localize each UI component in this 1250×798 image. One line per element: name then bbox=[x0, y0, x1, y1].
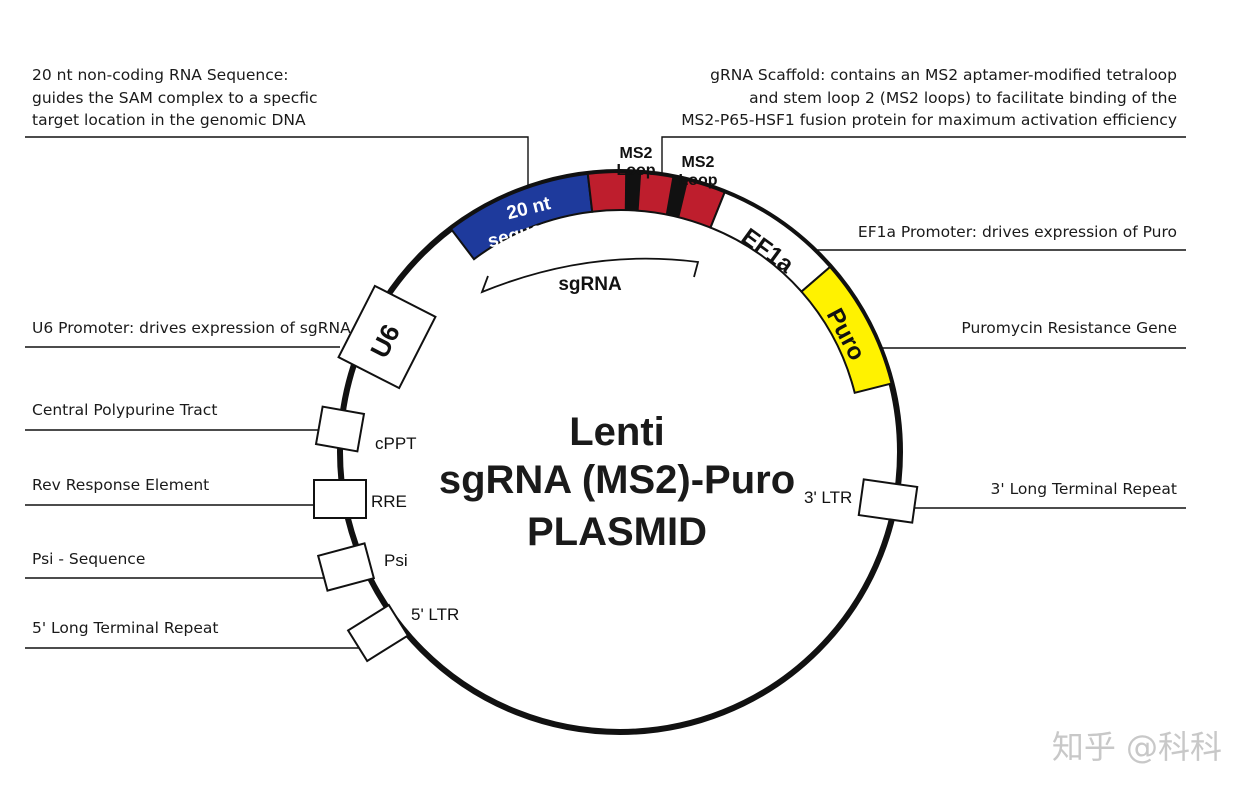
leader-lines bbox=[25, 136, 1186, 649]
ms2-loop-2-line-1: MS2 bbox=[682, 154, 715, 171]
annotation-ef1a: EF1a Promoter: drives expression of Puro bbox=[858, 223, 1177, 241]
annotation-rre: Rev Response Element bbox=[32, 476, 209, 494]
annotation-scaffold-line-2: and stem loop 2 (MS2 loops) to facilitat… bbox=[749, 89, 1177, 107]
ms2-loop-2-line-2: Loop bbox=[678, 172, 717, 189]
ltr5-box bbox=[346, 603, 410, 663]
rre-box bbox=[313, 479, 367, 519]
plasmid-title-line-2: sgRNA (MS2)-Puro bbox=[439, 458, 795, 502]
ltr5-label: 5' LTR bbox=[411, 605, 459, 624]
watermark: 知乎 @科科 bbox=[1052, 728, 1222, 766]
annotation-psi: Psi - Sequence bbox=[32, 550, 145, 568]
sgrna-label: sgRNA bbox=[558, 274, 622, 295]
cppt-box bbox=[314, 405, 366, 453]
puro-segment bbox=[800, 265, 893, 395]
annotation-puro: Puromycin Resistance Gene bbox=[961, 319, 1177, 337]
cppt-label: cPPT bbox=[375, 434, 417, 453]
annotation-seq20-line-1: 20 nt non-coding RNA Sequence: bbox=[32, 66, 289, 84]
ltr3-box bbox=[857, 478, 919, 524]
annotation-seq20-line-2: guides the SAM complex to a specfic bbox=[32, 89, 318, 107]
u6-box bbox=[337, 284, 437, 390]
annotation-scaffold-line-1: gRNA Scaffold: contains an MS2 aptamer-m… bbox=[710, 66, 1177, 84]
psi-label: Psi bbox=[384, 551, 408, 570]
ms2-loop-stripe-2 bbox=[665, 176, 689, 218]
ms2-loop-1-line-1: MS2 bbox=[620, 145, 653, 162]
annotation-scaffold-line-3: MS2-P65-HSF1 fusion protein for maximum … bbox=[681, 111, 1177, 129]
annotation-ltr3: 3' Long Terminal Repeat bbox=[991, 480, 1177, 498]
ms2-loop-1-line-2: Loop bbox=[616, 162, 655, 179]
rre-label: RRE bbox=[371, 492, 407, 511]
annotation-cppt: Central Polypurine Tract bbox=[32, 401, 217, 419]
ltr3-label: 3' LTR bbox=[804, 488, 852, 507]
sgrna-bracket bbox=[480, 257, 700, 294]
annotation-ltr5: 5' Long Terminal Repeat bbox=[32, 619, 218, 637]
plasmid-title-line-1: Lenti bbox=[569, 410, 665, 454]
psi-box bbox=[316, 542, 376, 592]
annotation-u6: U6 Promoter: drives expression of sgRNA bbox=[32, 319, 351, 337]
annotation-seq20-line-3: target location in the genomic DNA bbox=[32, 111, 306, 129]
plasmid-title-line-3: PLASMID bbox=[527, 510, 707, 554]
ms2-loop-stripe-1 bbox=[624, 172, 642, 211]
